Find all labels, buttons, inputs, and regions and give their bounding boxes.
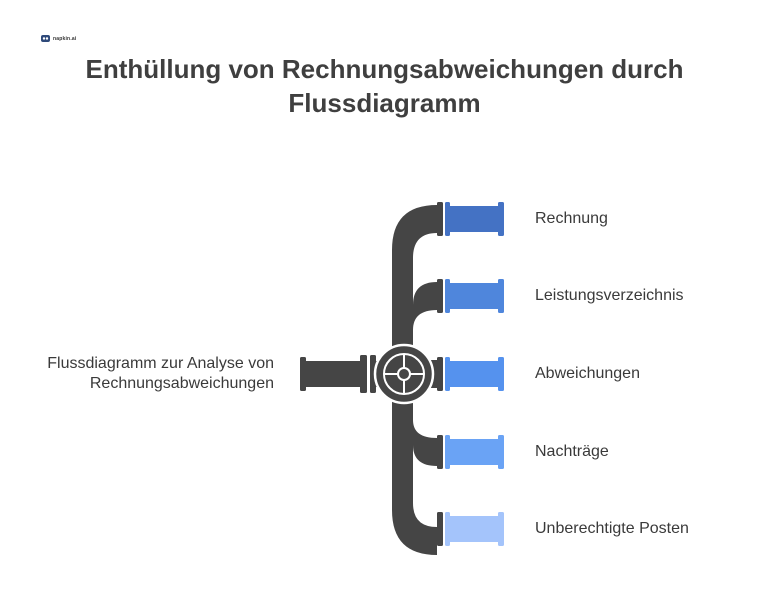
output-cap-1: [498, 202, 504, 236]
output-cap-2: [498, 279, 504, 313]
input-flange-1: [360, 355, 367, 393]
output-flange-5: [445, 512, 450, 546]
napkin-logo-icon: [41, 35, 50, 42]
logo-text: napkin.ai: [53, 35, 77, 42]
output-flange-3: [445, 357, 450, 391]
branch-pipe-2: [413, 282, 437, 330]
input-flange-2: [370, 355, 376, 393]
output-label-5: Unberechtigte Posten: [535, 520, 689, 537]
input-pipe-cap: [300, 357, 306, 391]
output-flange-dark-2: [437, 279, 443, 313]
branch-pipe-4: [413, 420, 437, 466]
output-label-3: Abweichungen: [535, 365, 640, 382]
output-label-2: Leistungsverzeichnis: [535, 287, 684, 304]
input-label: Flussdiagramm zur Analyse von Rechnungsa…: [20, 354, 274, 394]
output-flange-dark-3: [437, 357, 443, 391]
output-flange-dark-4: [437, 435, 443, 469]
page-title: Enthüllung von Rechnungsabweichungen dur…: [0, 52, 769, 120]
pipe-network: [300, 205, 437, 555]
output-pipe-4: [450, 439, 498, 465]
output-flange-dark-1: [437, 202, 443, 236]
input-label-line-2: Rechnungsabweichungen: [89, 375, 274, 392]
title-line-1: Enthüllung von Rechnungsabweichungen dur…: [85, 54, 684, 84]
output-flange-4: [445, 435, 450, 469]
output-cap-3: [498, 357, 504, 391]
output-label-1: Rechnung: [535, 210, 608, 227]
input-label-line-1: Flussdiagramm zur Analyse von: [47, 355, 274, 372]
output-cap-4: [498, 435, 504, 469]
input-flange-gap: [367, 359, 370, 389]
input-pipe: [305, 361, 360, 387]
main-trunk-pipe: [392, 205, 437, 555]
output-pipe-5: [450, 516, 498, 542]
output-flange-1: [445, 202, 450, 236]
output-pipes: [437, 202, 504, 546]
title-line-2: Flussdiagramm: [288, 88, 481, 118]
output-flange-dark-5: [437, 512, 443, 546]
output-pipe-1: [450, 206, 498, 232]
output-flange-2: [445, 279, 450, 313]
output-pipe-2: [450, 283, 498, 309]
output-pipe-3: [450, 361, 498, 387]
output-label-4: Nachträge: [535, 443, 609, 460]
logo: napkin.ai: [40, 34, 76, 43]
output-cap-5: [498, 512, 504, 546]
